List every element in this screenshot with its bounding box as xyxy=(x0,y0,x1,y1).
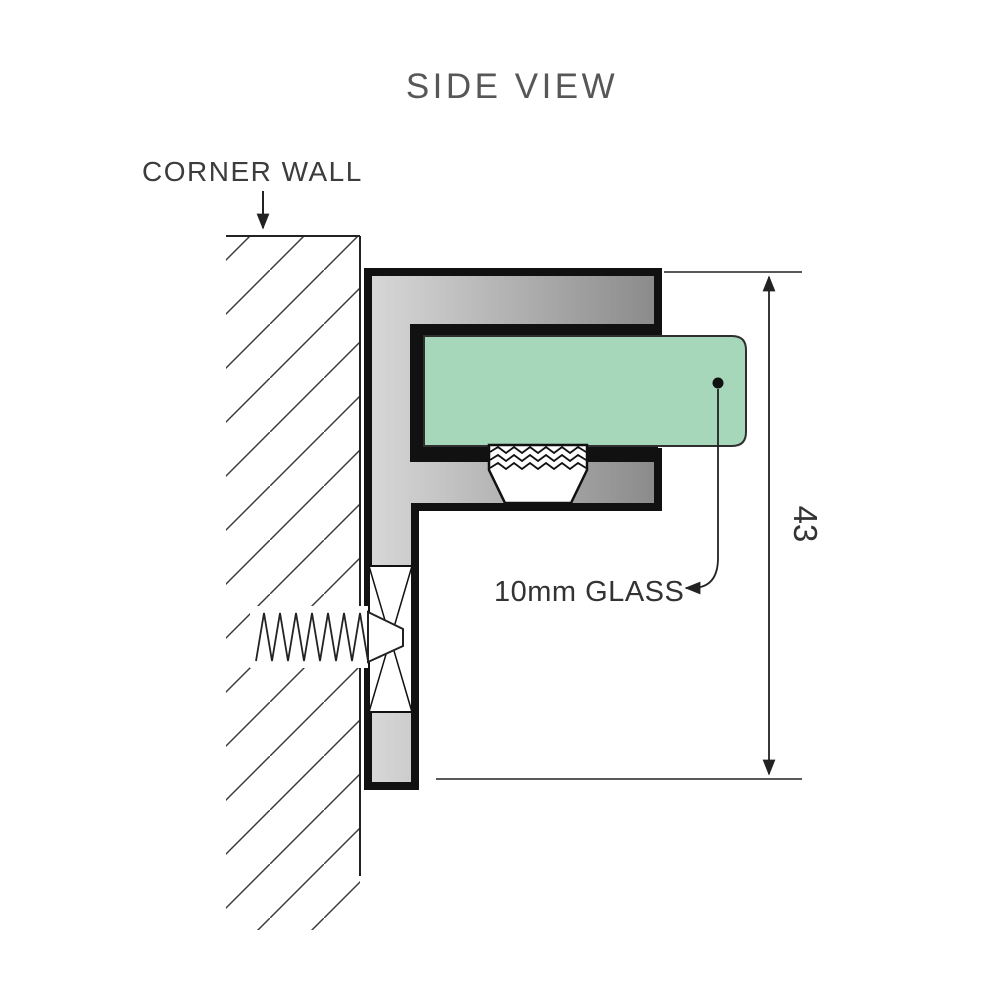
glass-panel xyxy=(423,335,747,447)
pressure-pad-thread-line-3 xyxy=(489,461,587,471)
wall-screw xyxy=(250,565,413,713)
glass-label: 10mm GLASS xyxy=(494,576,684,608)
dimension-43: 43 xyxy=(436,271,824,780)
pressure-pad-thread-line-2 xyxy=(489,453,587,463)
screw-thread xyxy=(255,612,369,662)
pressure-pad xyxy=(487,443,589,505)
screw-tip xyxy=(367,610,404,664)
glass-leader-dot xyxy=(712,377,724,389)
dimension-value: 43 xyxy=(787,506,824,543)
glass-callout: 10mm GLASS xyxy=(494,377,724,608)
pressure-pad-body xyxy=(487,443,589,505)
wall-hatching xyxy=(226,236,360,930)
pressure-pad-thread-line-1 xyxy=(489,445,587,455)
diagram-title: SIDE VIEW xyxy=(406,67,618,106)
glass-leader-line xyxy=(684,389,719,595)
corner-wall-label: CORNER WALL xyxy=(142,156,363,187)
wall-section xyxy=(226,235,361,930)
